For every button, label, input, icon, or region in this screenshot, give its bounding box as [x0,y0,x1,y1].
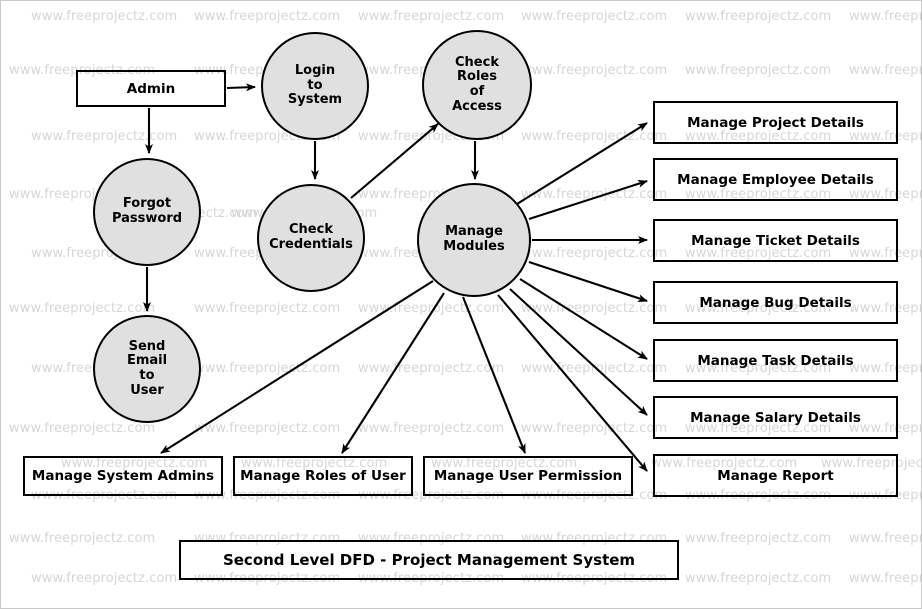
entity-manage-system-admins-label: Manage System Admins [31,468,215,484]
watermark-text: www.freeprojectz.com [521,9,668,24]
watermark-text: www.freeprojectz.com [358,9,505,24]
entity-manage-bug-details[interactable]: Manage Bug Details [653,281,898,324]
watermark-text: www.freeprojectz.com [358,301,505,316]
watermark-text: www.freeprojectz.com [521,129,668,144]
entity-manage-salary-details[interactable]: Manage Salary Details [653,396,898,439]
watermark-text: www.freeprojectz.com [685,63,832,78]
entity-manage-salary-details-label: Manage Salary Details [690,409,861,426]
watermark-text: www.freeprojectz.com [31,129,178,144]
watermark-text: www.freeprojectz.com [521,246,668,261]
entity-manage-task-details-label: Manage Task Details [697,352,854,369]
edge-modules-sysadmins [160,280,434,454]
entity-manage-ticket-details[interactable]: Manage Ticket Details [653,219,898,262]
edge-modules-project [516,122,648,205]
watermark-text: www.freeprojectz.com [521,63,668,78]
watermark-text: www.freeprojectz.com [31,571,178,586]
entity-manage-report-label: Manage Report [717,467,834,484]
edge-admin-login [226,83,256,92]
edge-credentials-roles [350,123,439,199]
edge-modules-salary [509,288,648,416]
entity-manage-roles-of-user-label: Manage Roles of User [240,468,406,484]
watermark-text: www.freeprojectz.com [358,421,505,436]
entity-manage-employee-details[interactable]: Manage Employee Details [653,158,898,201]
watermark-text: www.freeprojectz.com [521,361,668,376]
watermark-text: www.freeprojectz.com [358,361,505,376]
watermark-text: www.freeprojectz.com [9,421,156,436]
edge-modules-user-permission [462,296,526,454]
entity-manage-system-admins[interactable]: Manage System Admins [23,456,223,496]
diagram-title-label: Second Level DFD - Project Management Sy… [222,551,636,569]
watermark-text: www.freeprojectz.com [849,571,922,586]
watermark-text: www.freeprojectz.com [849,9,922,24]
watermark-text: www.freeprojectz.com [9,301,156,316]
watermark-text: www.freeprojectz.com [685,531,832,546]
entity-manage-task-details[interactable]: Manage Task Details [653,339,898,382]
edge-modules-roles-user [341,292,445,454]
watermark-text: www.freeprojectz.com [194,301,341,316]
watermark-text: www.freeprojectz.com [849,63,922,78]
watermark-text: www.freeprojectz.com [685,9,832,24]
watermark-text: www.freeprojectz.com [685,571,832,586]
watermark-text: www.freeprojectz.com [9,531,156,546]
entity-manage-project-details-label: Manage Project Details [687,114,864,131]
entity-manage-employee-details-label: Manage Employee Details [677,171,874,188]
edge-modules-task [519,278,648,360]
entity-manage-bug-details-label: Manage Bug Details [699,294,852,311]
entity-admin[interactable]: Admin [76,70,226,107]
entity-manage-roles-of-user[interactable]: Manage Roles of User [233,456,413,496]
entity-admin-label: Admin [126,80,176,97]
edge-modules-employee [528,179,648,220]
entity-manage-ticket-details-label: Manage Ticket Details [691,232,860,249]
watermark-text: www.freeprojectz.com [521,301,668,316]
watermark-text: www.freeprojectz.com [31,9,178,24]
edge-modules-report [497,294,648,472]
watermark-text: www.freeprojectz.com [194,361,341,376]
watermark-text: www.freeprojectz.com [849,531,922,546]
watermark-text: www.freeprojectz.com [194,9,341,24]
watermark-text: www.freeprojectz.com [521,187,668,202]
watermark-text: www.freeprojectz.com [194,421,341,436]
diagram-title-box: Second Level DFD - Project Management Sy… [179,540,679,580]
edge-modules-bug [528,261,648,302]
entity-manage-report[interactable]: Manage Report [653,454,898,497]
watermark-text: www.freeprojectz.com [521,421,668,436]
entity-manage-project-details[interactable]: Manage Project Details [653,101,898,144]
entity-manage-user-permission-label: Manage User Permission [433,468,623,484]
entity-manage-user-permission[interactable]: Manage User Permission [423,456,633,496]
